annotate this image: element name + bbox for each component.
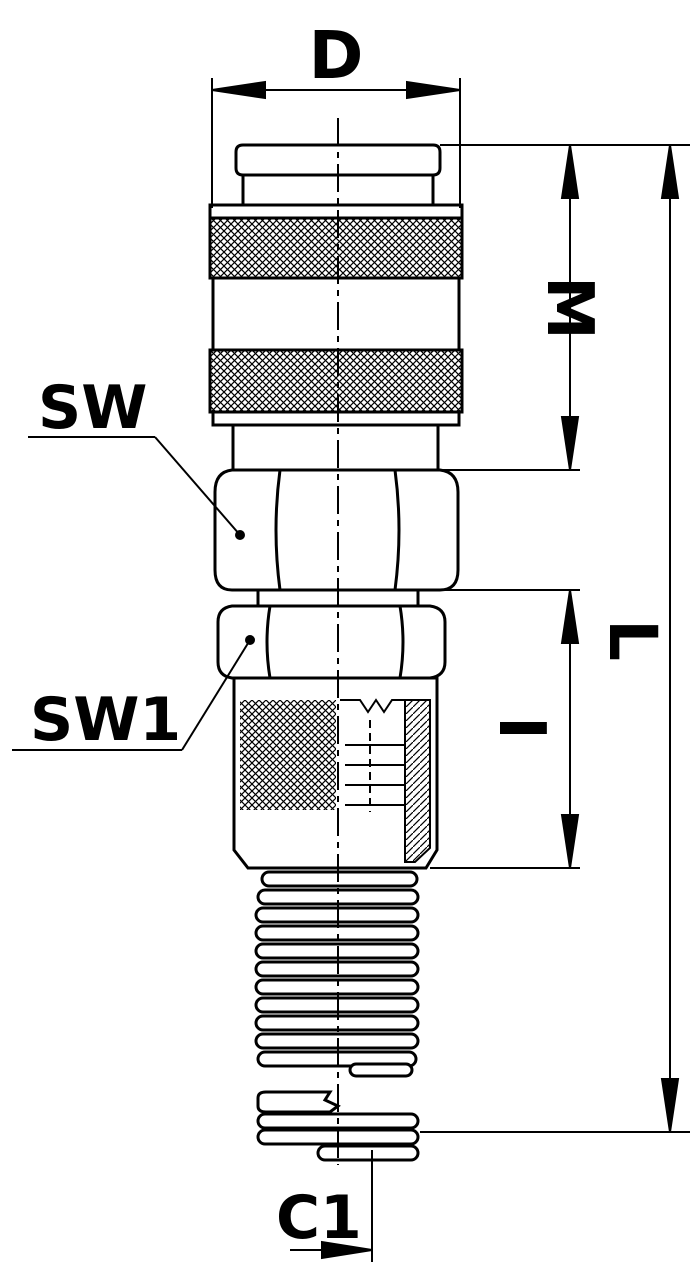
coupling-body [208,143,464,680]
dimension-c1 [290,1150,373,1262]
label-i: I [484,716,558,740]
dimension-l [420,144,690,1133]
dimension-m [438,144,690,471]
dimension-i [430,589,580,869]
label-sw: SW [38,373,147,443]
label-sw1: SW1 [30,685,181,755]
label-m: M [532,276,606,340]
label-c1: C1 [276,1183,362,1253]
leader-sw [28,436,241,536]
leader-sw-dot [235,530,245,540]
hose-sleeve [232,676,439,870]
dimension-d [211,78,461,208]
label-d: D [309,17,364,94]
label-l: L [594,619,671,661]
leader-sw1 [12,639,251,751]
leader-sw1-dot [245,635,255,645]
